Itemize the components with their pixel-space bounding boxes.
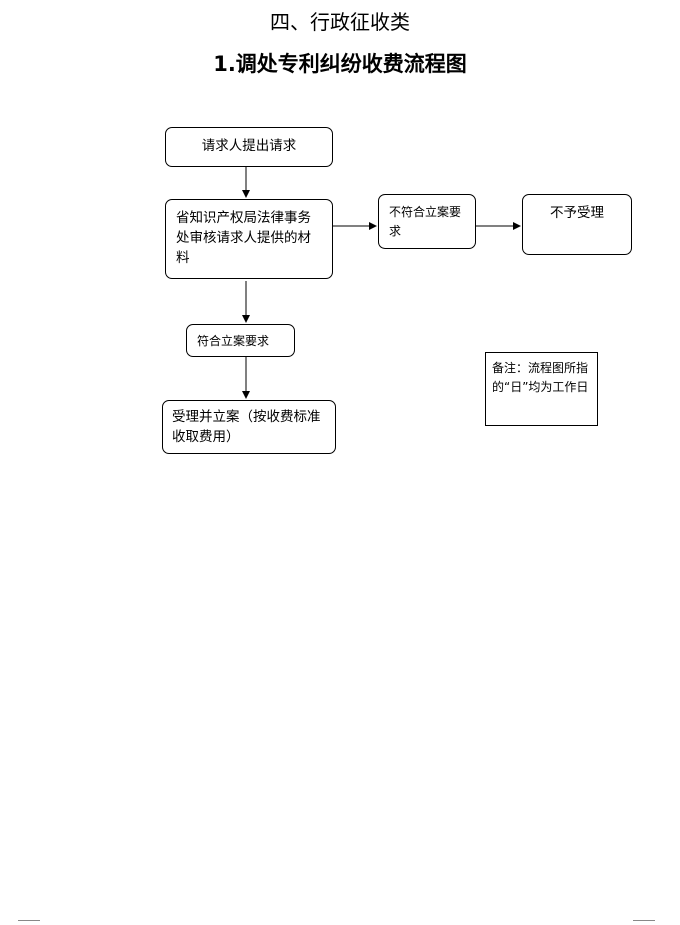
flow-box-meet: 符合立案要求 [186,324,295,357]
flow-box-request: 请求人提出请求 [165,127,333,167]
flow-box-not-meet: 不符合立案要求 [378,194,476,249]
flow-box-label: 省知识产权局法律事务处审核请求人提供的材料 [176,210,311,266]
document-title: 1.调处专利纠纷收费流程图 [213,52,467,76]
flow-box-label: 请求人提出请求 [201,138,297,154]
flow-box-label: 不予受理 [550,205,604,221]
flow-box-label: 符合立案要求 [197,334,270,348]
flow-box-label: 受理并立案（按收费标准收取费用） [172,409,321,445]
page-corner-mark-right [633,920,655,921]
note-box: 备注：流程图所指的“日”均为工作日 [485,352,598,426]
flow-box-label: 不符合立案要求 [389,205,462,238]
flow-box-reject: 不予受理 [522,194,632,255]
note-text: 备注：流程图所指的“日”均为工作日 [492,361,589,394]
section-title: 四、行政征收类 [270,10,410,34]
flow-box-review: 省知识产权局法律事务处审核请求人提供的材料 [165,199,333,279]
page-corner-mark-left [18,920,40,921]
flow-box-accept: 受理并立案（按收费标准收取费用） [162,400,336,454]
